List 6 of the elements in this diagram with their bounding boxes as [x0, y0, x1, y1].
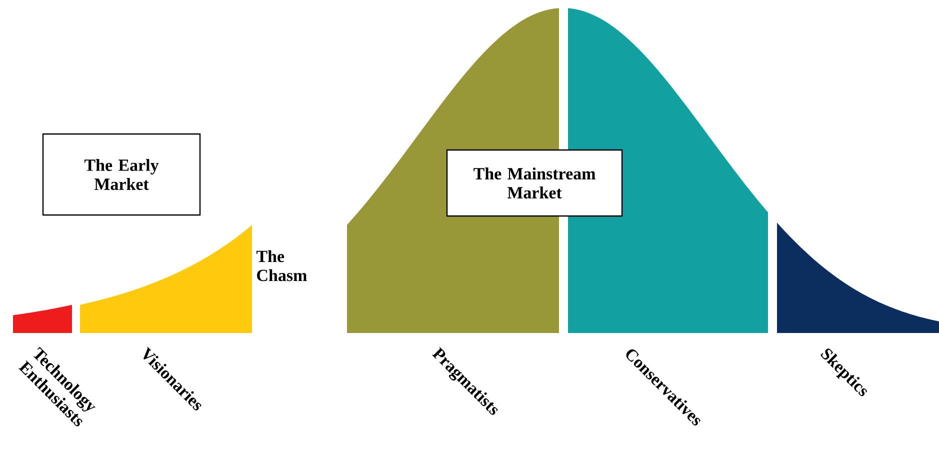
text-box: The Early Market	[42, 133, 201, 216]
curve-segment	[777, 222, 939, 333]
text-box: The Mainstream Market	[446, 149, 623, 217]
chasm-label: The Chasm	[256, 250, 307, 282]
curve-segment	[80, 225, 252, 333]
curve-segment	[13, 304, 72, 333]
